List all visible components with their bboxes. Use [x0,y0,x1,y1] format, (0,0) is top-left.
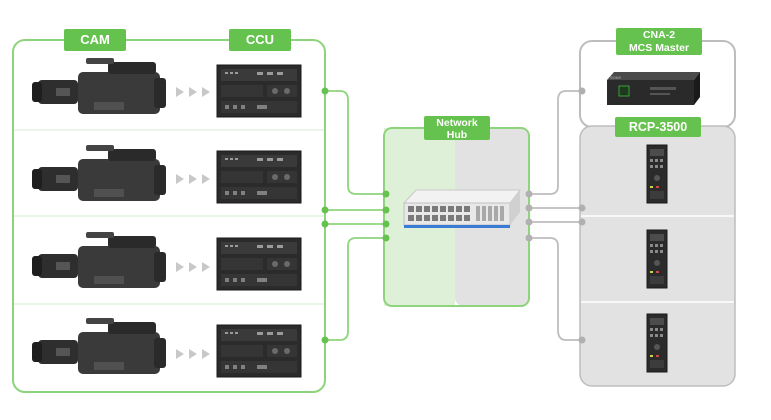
cna-label-line1: CNA-2 [642,29,676,41]
rcp-dividers [581,215,734,303]
cam-label: CAM [64,29,126,51]
rcp-device-1-icon [646,144,668,204]
ccu-hub-connections [325,90,386,341]
cna-label: CNA-2 MCS Master [616,28,702,55]
rcp-device-2-icon [646,229,668,289]
network-hub-label-line1: Network [436,117,478,129]
rcp-label: RCP-3500 [615,117,701,137]
ccu-1-icon [216,64,302,118]
ccu-4-icon [216,324,302,378]
ccu-2-icon [216,150,302,204]
hub-control-connections [529,90,582,341]
rcp-device-3-icon [646,313,668,373]
svg-text:SONY: SONY [610,75,622,80]
network-switch-icon [402,189,522,228]
ccu-3-icon [216,237,302,291]
cna-device-icon: SONY [607,72,700,105]
ccu-hub-connection-dots [321,87,390,344]
cna-label-line2: MCS Master [628,42,690,54]
network-hub-label-line2: Hub [446,129,468,141]
hub-control-connection-dots [525,87,586,344]
ccu-label: CCU [229,29,291,51]
network-hub-label: Network Hub [424,116,490,141]
row-dividers [14,129,324,305]
